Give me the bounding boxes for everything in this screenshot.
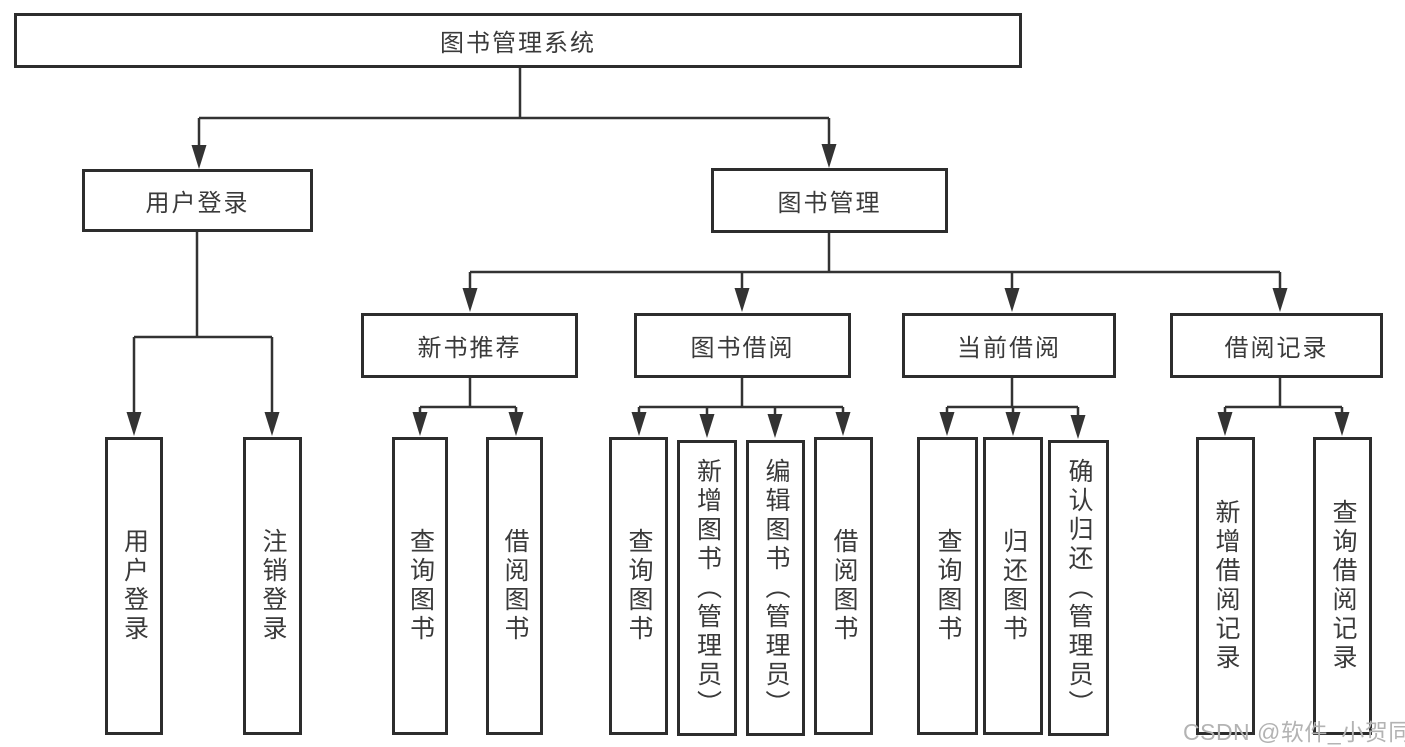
leaf-bb-query-books: 查询图书 (609, 437, 668, 735)
node-borrowing-records: 借阅记录 (1170, 313, 1383, 378)
leaf-nb-borrow-books: 借阅图书 (486, 437, 543, 735)
watermark: CSDN @软件_小贺同学 (1183, 719, 1405, 745)
leaf-logout: 注销登录 (243, 437, 302, 735)
node-user-login: 用户登录 (82, 169, 313, 232)
node-current-borrowing: 当前借阅 (902, 313, 1116, 378)
node-root: 图书管理系统 (14, 13, 1022, 68)
leaf-bb-edit-books: 编辑图书（管理员） (746, 440, 805, 736)
node-book-management: 图书管理 (711, 168, 948, 233)
leaf-cb-query-books: 查询图书 (917, 437, 978, 735)
leaf-nb-query-books: 查询图书 (392, 437, 448, 735)
leaf-user-login: 用户登录 (105, 437, 163, 735)
leaf-br-query-record: 查询借阅记录 (1313, 437, 1372, 735)
leaf-bb-borrow-books: 借阅图书 (814, 437, 873, 735)
leaf-br-add-record: 新增借阅记录 (1196, 437, 1255, 735)
leaf-cb-confirm-return: 确认归还（管理员） (1048, 440, 1109, 736)
node-new-book-recommend: 新书推荐 (361, 313, 578, 378)
leaf-bb-add-books: 新增图书（管理员） (677, 440, 737, 736)
node-book-borrowing: 图书借阅 (634, 313, 851, 378)
leaf-cb-return-books: 归还图书 (983, 437, 1043, 735)
